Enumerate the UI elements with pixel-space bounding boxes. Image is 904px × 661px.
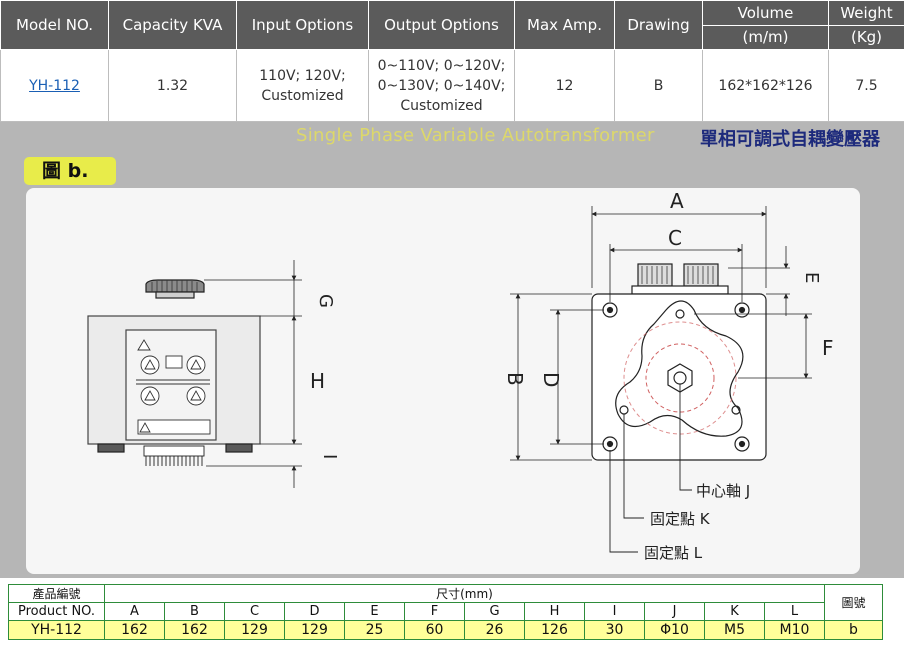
- cell-drawing: B: [614, 49, 703, 122]
- top-terminals: [631, 263, 729, 295]
- output-line-2: 0~130V; 0~140V;: [377, 77, 506, 94]
- header-weight-unit: (Kg): [828, 24, 904, 51]
- col-b: B: [164, 602, 225, 621]
- input-line-1: 110V; 120V;: [259, 67, 346, 84]
- header-input: Input Options: [236, 0, 369, 51]
- cell-weight: 7.5: [828, 49, 904, 122]
- val-f: 60: [404, 620, 465, 640]
- technical-drawing: G H I: [87, 189, 834, 562]
- val-k: M5: [704, 620, 765, 640]
- output-line-1: 0~110V; 0~120V;: [377, 57, 506, 74]
- table-row: YH-112 1.32 110V; 120V; Customized 0~110…: [0, 49, 904, 122]
- dim-model: YH-112: [8, 620, 105, 640]
- header-model: Model NO.: [0, 0, 109, 51]
- cell-volume: 162*162*126: [702, 49, 829, 122]
- col-g: G: [464, 602, 525, 621]
- header-output: Output Options: [368, 0, 515, 51]
- label-f: F: [822, 336, 834, 360]
- col-f: F: [404, 602, 465, 621]
- drawing-label-zh: 圖號: [824, 584, 883, 621]
- label-i: I: [319, 454, 340, 459]
- val-l: M10: [764, 620, 825, 640]
- label-b: B: [503, 372, 527, 386]
- drawing-panel: Single Phase Variable Autotransformer 單相…: [0, 122, 904, 578]
- dim-header-row: Product NO. A B C D E F G H I J K L: [8, 602, 883, 621]
- spec-table: Model NO. Capacity KVA Input Options Out…: [0, 0, 904, 122]
- col-a: A: [104, 602, 165, 621]
- cell-max-amp: 12: [514, 49, 615, 122]
- col-d: D: [284, 602, 345, 621]
- product-label: Product NO.: [8, 602, 105, 621]
- header-capacity: Capacity KVA: [108, 0, 237, 51]
- cell-output: 0~110V; 0~120V; 0~130V; 0~140V; Customiz…: [368, 49, 515, 122]
- output-line-3: Customized: [400, 97, 483, 114]
- knob-icon: [145, 279, 205, 299]
- header-volume: Volume: [702, 0, 829, 26]
- header-max-amp: Max Amp.: [514, 0, 615, 51]
- col-i: I: [584, 602, 645, 621]
- col-h: H: [524, 602, 585, 621]
- label-l: 固定點 L: [644, 544, 703, 562]
- model-link[interactable]: YH-112: [29, 77, 80, 94]
- subtitle-english: Single Phase Variable Autotransformer: [296, 125, 655, 146]
- socket-panel: [136, 339, 211, 435]
- side-view: [87, 260, 302, 488]
- col-l: L: [764, 602, 825, 621]
- col-k: K: [704, 602, 765, 621]
- front-view: [510, 206, 812, 553]
- val-b: 162: [164, 620, 225, 640]
- drawing-canvas: G H I: [26, 188, 860, 574]
- val-h: 126: [524, 620, 585, 640]
- val-g: 26: [464, 620, 525, 640]
- val-i: 30: [584, 620, 645, 640]
- unit-label: 尺寸(mm): [104, 584, 825, 603]
- col-j: J: [644, 602, 705, 621]
- label-c: C: [668, 226, 682, 250]
- header-drawing: Drawing: [614, 0, 703, 51]
- label-k: 固定點 K: [650, 510, 711, 528]
- dimensions-table: 產品編號 尺寸(mm) 圖號 Product NO. A B C D E F G…: [8, 584, 883, 640]
- header-weight: Weight: [828, 0, 904, 26]
- val-e: 25: [344, 620, 405, 640]
- label-a: A: [670, 189, 684, 213]
- val-d: 129: [284, 620, 345, 640]
- val-drawing: b: [824, 620, 883, 640]
- label-j: 中心軸 J: [696, 482, 750, 500]
- header-volume-unit: (m/m): [702, 24, 829, 51]
- subtitle-chinese: 單相可調式自耦變壓器: [700, 129, 880, 150]
- cell-input: 110V; 120V; Customized: [236, 49, 369, 122]
- label-d: D: [539, 372, 563, 387]
- val-a: 162: [104, 620, 165, 640]
- val-c: 129: [224, 620, 285, 640]
- val-j: Φ10: [644, 620, 705, 640]
- label-g: G: [315, 294, 336, 308]
- col-c: C: [224, 602, 285, 621]
- label-e: E: [801, 272, 822, 283]
- label-h: H: [310, 369, 325, 393]
- product-label-zh: 產品編號: [8, 584, 105, 603]
- cell-model: YH-112: [0, 49, 109, 122]
- col-e: E: [344, 602, 405, 621]
- table-row: YH-112 162 162 129 129 25 60 26 126 30 Φ…: [8, 620, 883, 640]
- terminal-strip: [143, 445, 205, 466]
- figure-tag: 圖 b.: [24, 157, 116, 185]
- input-line-2: Customized: [261, 87, 344, 104]
- cell-capacity: 1.32: [108, 49, 237, 122]
